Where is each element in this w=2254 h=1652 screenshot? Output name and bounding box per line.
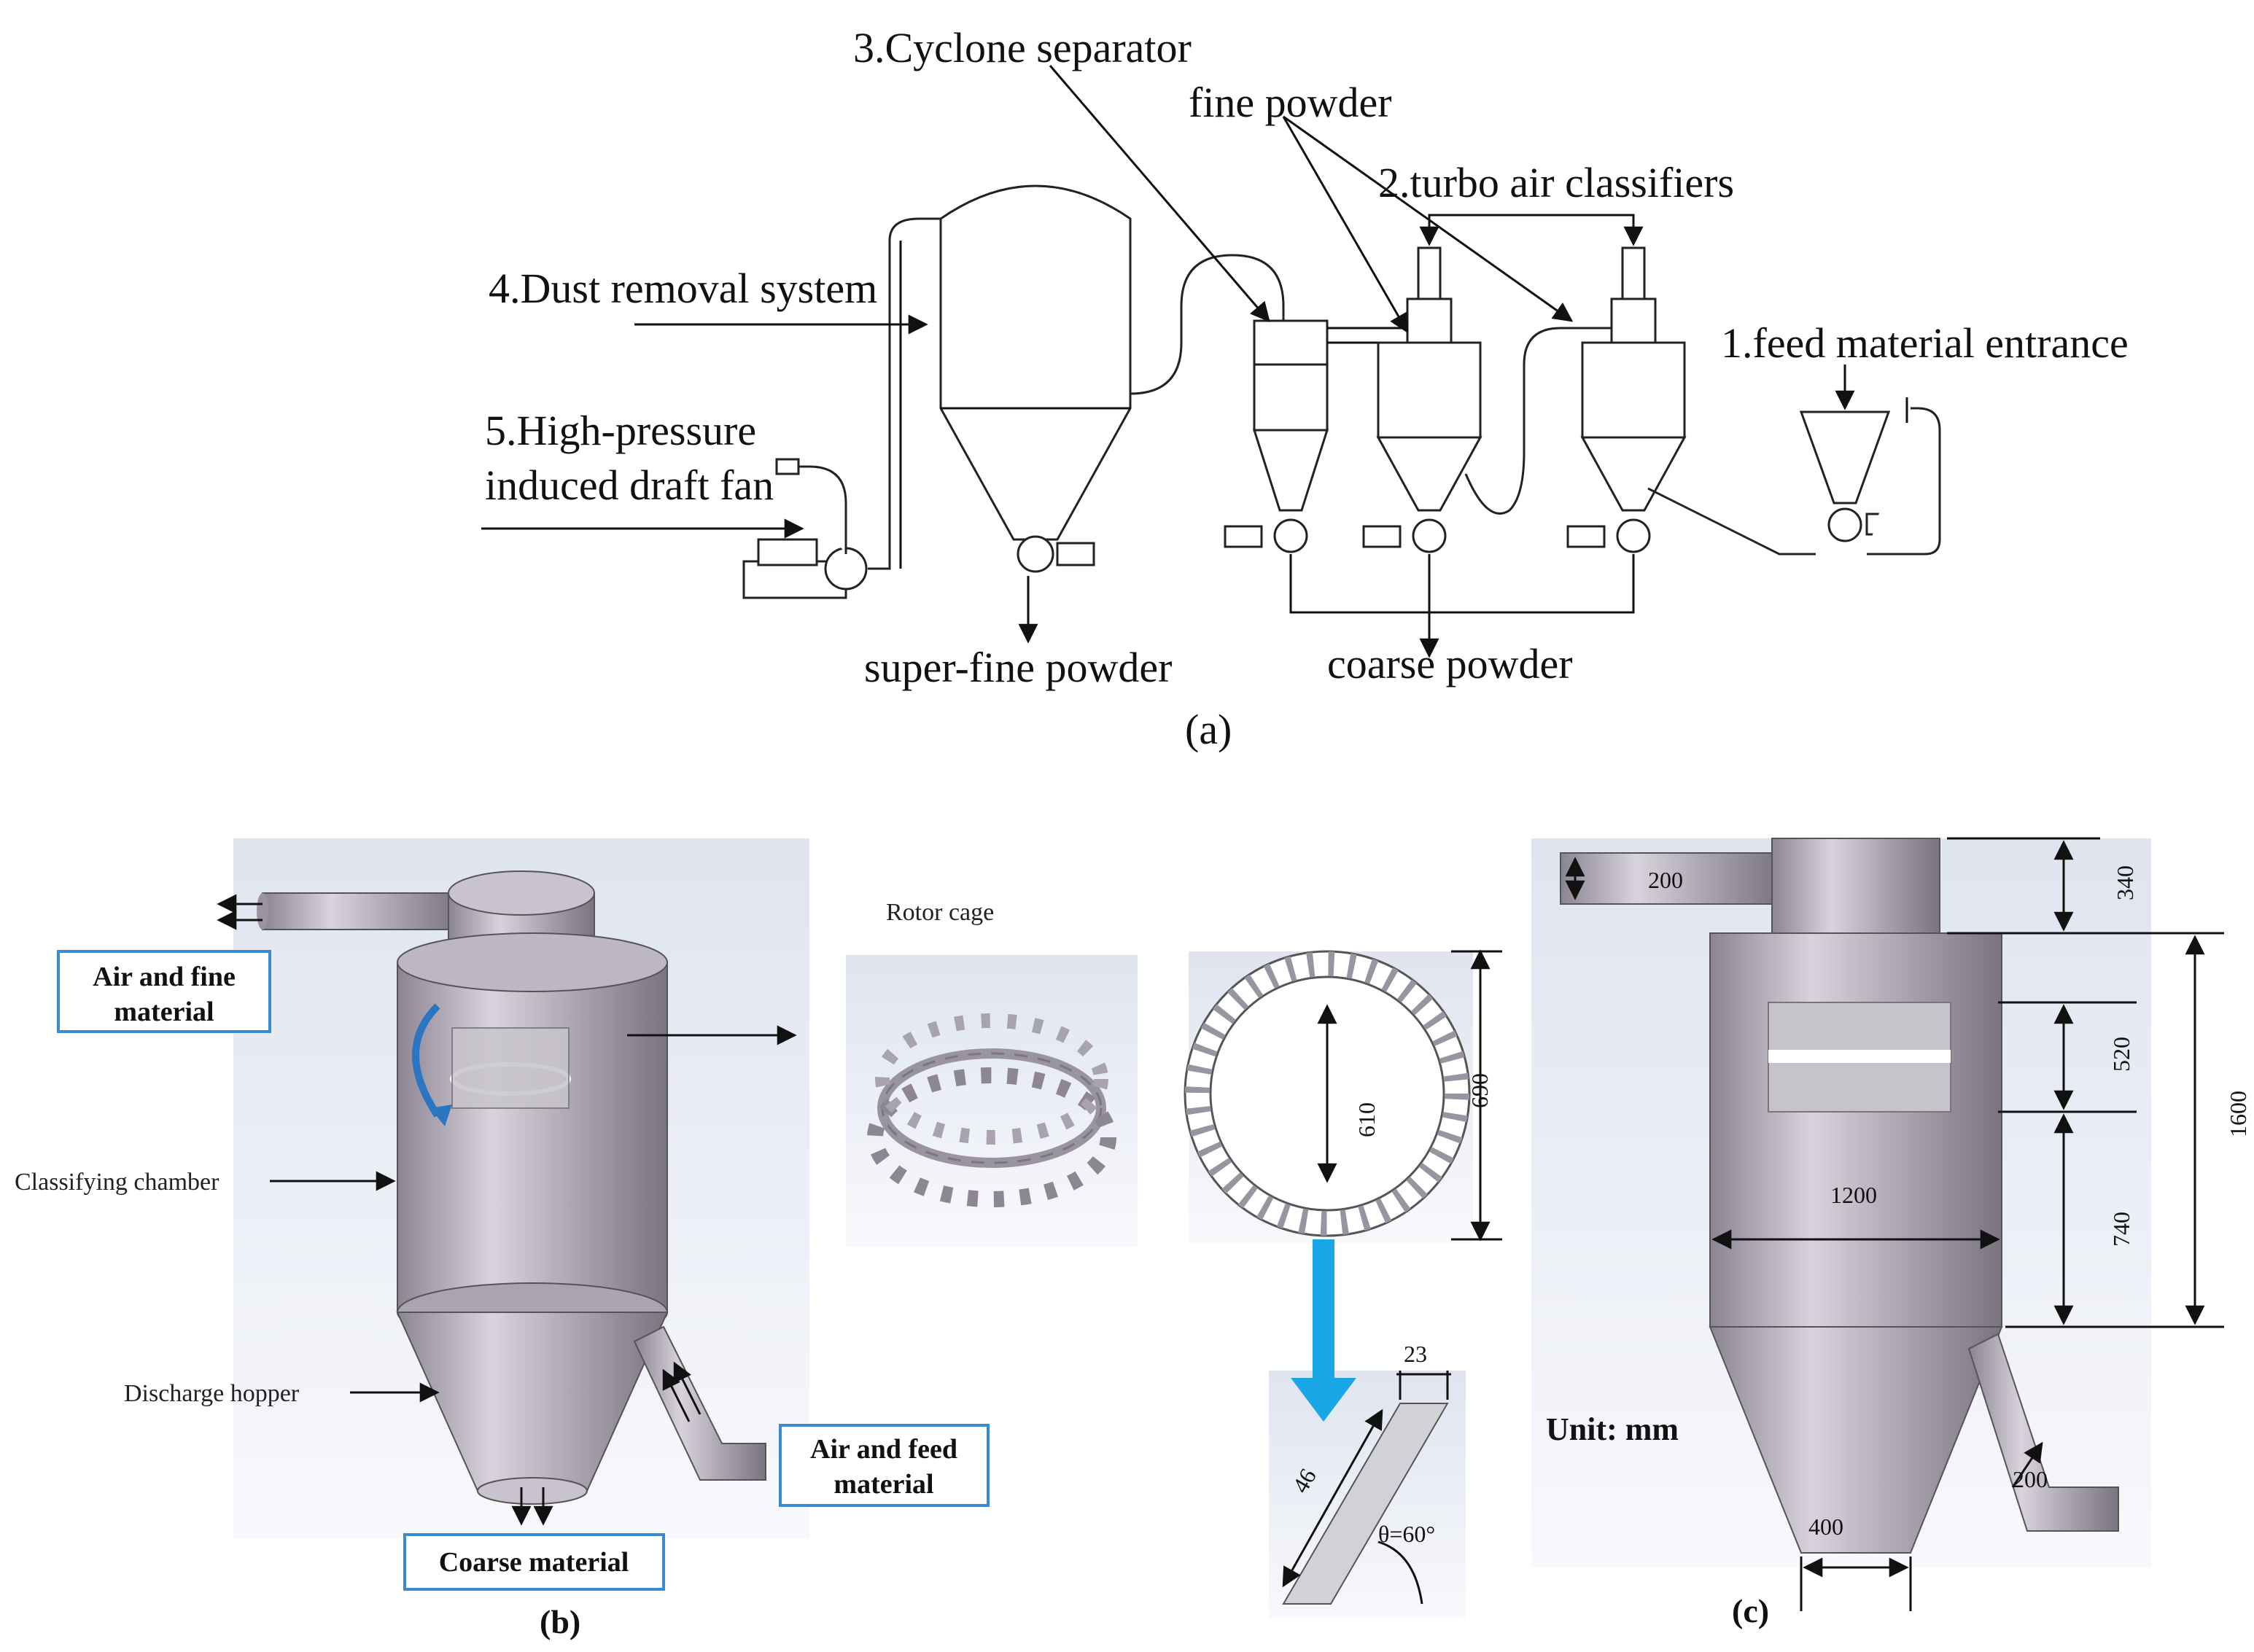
label-rotor-cage: Rotor cage: [886, 899, 994, 926]
label-panel-c: (c): [1732, 1592, 1769, 1629]
dim-1600: 1600: [2225, 1091, 2251, 1137]
dust-removal-system: [939, 184, 1132, 573]
label-fine-powder: fine powder: [1189, 79, 1392, 126]
label-fan-line2: induced draft fan: [485, 461, 774, 509]
box-air-fine-line2: material: [114, 997, 214, 1027]
label-turbo-air-classifiers: 2.turbo air classifiers: [1378, 159, 1734, 206]
dim-1200: 1200: [1830, 1182, 1877, 1208]
blue-arrow-down: [1291, 1239, 1356, 1422]
box-air-feed-line1: Air and feed: [810, 1434, 957, 1465]
dim-610: 610: [1353, 1102, 1380, 1137]
panel-b: 610 690 23 46 θ=60° Air and fine materia…: [15, 838, 1736, 1640]
label-panel-a: (a): [1185, 706, 1232, 753]
box-coarse-material-text: Coarse material: [439, 1547, 629, 1578]
dim-pipe-feed-200: 200: [2013, 1466, 2048, 1492]
dim-690: 690: [1466, 1073, 1493, 1108]
box-air-fine-line1: Air and fine: [93, 962, 236, 992]
classifier-3d: [217, 870, 797, 1526]
label-cyclone-separator: 3.Cyclone separator: [853, 24, 1192, 71]
label-dust-removal-system: 4.Dust removal system: [489, 265, 877, 312]
blade-detail: 23 46 θ=60°: [1269, 1341, 1466, 1618]
label-panel-b: (b): [540, 1603, 580, 1640]
panel-a: 3.Cyclone separator fine powder 2.turbo …: [481, 24, 2129, 753]
induced-draft-fan: [742, 217, 941, 599]
label-classifying-chamber: Classifying chamber: [15, 1169, 219, 1196]
box-air-feed-line2: material: [833, 1469, 933, 1500]
label-unit: Unit: mm: [1546, 1411, 1679, 1447]
dim-pipe-top-200: 200: [1648, 867, 1683, 893]
feed-entrance: [1647, 397, 1941, 556]
dim-23: 23: [1404, 1341, 1427, 1367]
box-air-feed: [779, 1424, 990, 1507]
label-feed-material-entrance: 1.feed material entrance: [1721, 319, 2129, 367]
rotor-cage: [846, 955, 1138, 1247]
dim-740: 740: [2108, 1212, 2134, 1247]
dim-520: 520: [2108, 1037, 2134, 1072]
rotor-cross-section: 610 690: [1184, 949, 1502, 1243]
label-coarse-powder: coarse powder: [1327, 640, 1573, 687]
dim-340: 340: [2112, 865, 2138, 900]
label-fan-line1: 5.High-pressure: [485, 407, 756, 454]
box-coarse-material: [403, 1533, 665, 1591]
label-discharge-hopper: Discharge hopper: [124, 1380, 300, 1407]
rotation-arrow: [412, 1003, 441, 1118]
pipe-dust-cyclone: [1130, 254, 1285, 395]
internal-rotor: [450, 1027, 571, 1109]
cyclone-separator: [1224, 319, 1415, 553]
dim-400: 400: [1808, 1513, 1843, 1540]
pipe-between-classifiers: [1464, 327, 1615, 515]
turbo-classifier-1: [1362, 246, 1482, 553]
turbo-classifier-2: [1566, 246, 1687, 553]
box-air-fine: [57, 950, 271, 1033]
dim-theta: θ=60°: [1378, 1521, 1435, 1547]
coarse-collection-line: [1289, 554, 1635, 614]
panel-c: 200 340 520 1600 740 1200 200 400 Unit: …: [1531, 837, 2251, 1629]
classifier-dimensioned: [1560, 838, 2119, 1554]
label-super-fine-powder: super-fine powder: [864, 644, 1172, 691]
